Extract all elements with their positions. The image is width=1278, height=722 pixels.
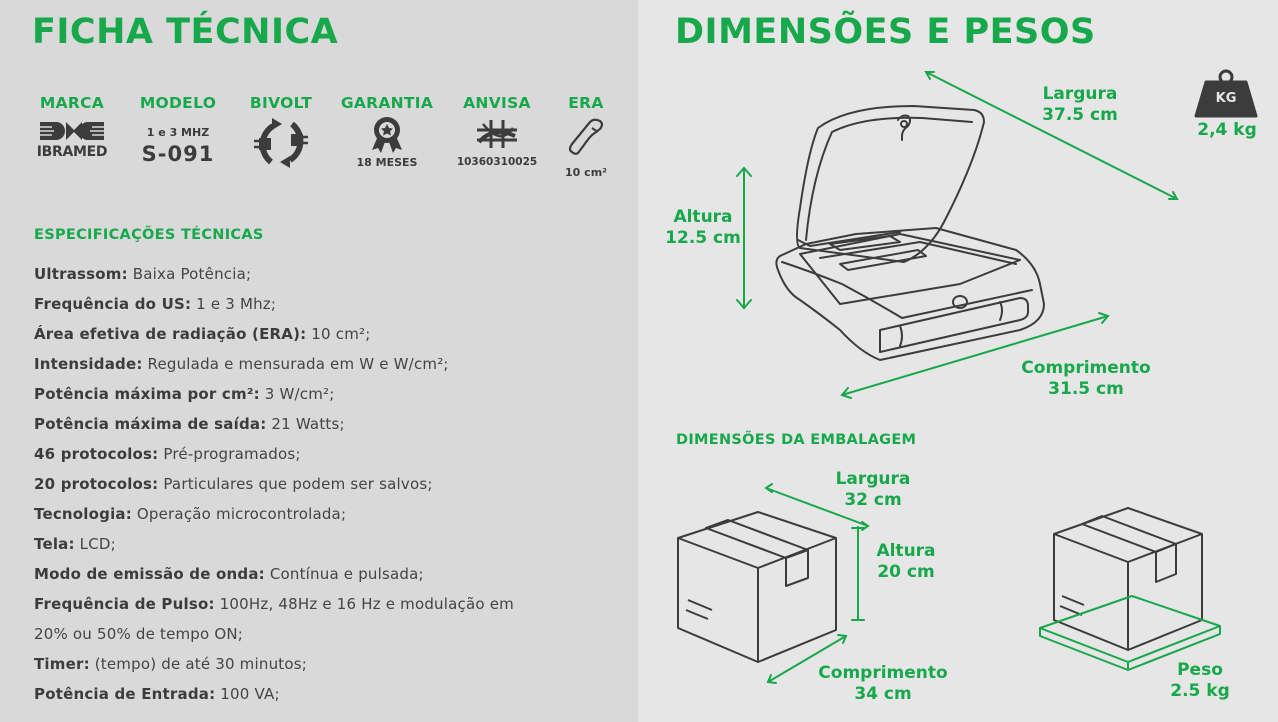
- dimensions-title: DIMENSÕES E PESOS: [675, 12, 1096, 52]
- spec-key: Intensidade:: [34, 355, 143, 373]
- warranty-medal-icon: [336, 112, 438, 156]
- badge-anvisa: ANVISA 10360310025: [455, 94, 539, 168]
- badge-label: MARCA: [39, 94, 105, 112]
- badge-label: BIVOLT: [249, 94, 313, 112]
- spec-key: Tecnologia:: [34, 505, 132, 523]
- badge-marca: MARCA IBRAMED: [36, 94, 108, 160]
- spec-row: Timer: (tempo) de até 30 minutos;: [34, 649, 624, 679]
- ultrasound-device-illustration: [775, 105, 1045, 361]
- spec-value: LCD;: [74, 535, 116, 553]
- spec-row: Frequência do US: 1 e 3 Mhz;: [34, 289, 624, 319]
- package-width-label: Largura 32 cm: [835, 469, 911, 510]
- model-frequency: 1 e 3 MHZ: [146, 126, 210, 139]
- model-name: S-091: [141, 142, 215, 166]
- package-length-label: Comprimento 34 cm: [818, 663, 948, 704]
- spec-row: Potência máxima por cm²: 3 W/cm²;: [34, 379, 624, 409]
- package-height-label: Altura 20 cm: [876, 541, 936, 582]
- badge-modelo: MODELO 1 e 3 MHZ S-091: [132, 94, 224, 166]
- spec-key: Frequência do US:: [34, 295, 192, 313]
- spec-key: Modo de emissão de onda:: [34, 565, 265, 583]
- transducer-icon: [558, 112, 614, 160]
- spec-key: Potência de Entrada:: [34, 685, 216, 703]
- specifications-list: Ultrassom: Baixa Potência;Frequência do …: [34, 259, 624, 709]
- spec-value: 100 VA;: [215, 685, 280, 703]
- package-weight-label: Peso 2.5 kg: [1170, 660, 1230, 701]
- spec-row: Intensidade: Regulada e mensurada em W e…: [34, 349, 624, 379]
- brand-name: IBRAMED: [36, 144, 108, 160]
- spec-row: 20 protocolos: Particulares que podem se…: [34, 469, 624, 499]
- weight-icon-text: KG: [1215, 91, 1237, 106]
- spec-value: 1 e 3 Mhz;: [191, 295, 277, 313]
- badge-label: GARANTIA: [340, 94, 434, 112]
- spec-value: (tempo) de até 30 minutos;: [89, 655, 308, 673]
- spec-row: Modo de emissão de onda: Contínua e puls…: [34, 559, 624, 589]
- spec-row: 46 protocolos: Pré-programados;: [34, 439, 624, 469]
- package-dimension-arrows: [764, 483, 870, 684]
- badge-bivolt: BIVOLT: [244, 94, 318, 172]
- badge-label: MODELO: [139, 94, 217, 112]
- weight-icon: [1194, 69, 1258, 118]
- spec-value: Baixa Potência;: [127, 265, 252, 283]
- spec-row: Potência máxima de saída: 21 Watts;: [34, 409, 624, 439]
- spec-value: 3 W/cm²;: [259, 385, 335, 403]
- device-height-label: Altura 12.5 cm: [665, 207, 741, 248]
- package-box-illustration: [677, 511, 837, 663]
- spec-key: Frequência de Pulso:: [34, 595, 215, 613]
- spec-key: Ultrassom:: [34, 265, 128, 283]
- badge-garantia: GARANTIA 18 MESES: [336, 94, 438, 169]
- technical-sheet-panel: FICHA TÉCNICA MARCA IBRAMED MODELO 1 e 3…: [0, 0, 638, 722]
- warranty-value: 18 MESES: [356, 156, 418, 169]
- spec-row: Potência de Entrada: 100 VA;: [34, 679, 624, 709]
- spec-key: 46 protocolos:: [34, 445, 159, 463]
- package-dimensions-title: DIMENSÕES DA EMBALAGEM: [676, 432, 917, 448]
- badge-label: ERA: [568, 94, 604, 112]
- device-width-label: Largura 37.5 cm: [1042, 84, 1118, 125]
- spec-value: Pré-programados;: [158, 445, 301, 463]
- spec-row: 20% ou 50% de tempo ON;: [34, 619, 624, 649]
- spec-row: Ultrassom: Baixa Potência;: [34, 259, 624, 289]
- device-dimension-arrows: [736, 71, 1179, 399]
- spec-value: Particulares que podem ser salvos;: [158, 475, 433, 493]
- spec-row: Tela: LCD;: [34, 529, 624, 559]
- badge-era: ERA 10 cm²: [558, 94, 614, 179]
- bivolt-plug-icon: [244, 112, 318, 172]
- spec-value: Regulada e mensurada em W e W/cm²;: [142, 355, 449, 373]
- anvisa-number: 10360310025: [456, 156, 538, 168]
- ibramed-logo-icon: [36, 120, 108, 156]
- spec-row: Área efetiva de radiação (ERA): 10 cm²;: [34, 319, 624, 349]
- spec-row: Tecnologia: Operação microcontrolada;: [34, 499, 624, 529]
- era-value: 10 cm²: [565, 166, 607, 179]
- spec-value: Operação microcontrolada;: [131, 505, 347, 523]
- badge-label: ANVISA: [463, 94, 531, 112]
- spec-key: Timer:: [34, 655, 90, 673]
- spec-value: 20% ou 50% de tempo ON;: [34, 625, 244, 643]
- device-weight-value: 2,4 kg: [1197, 120, 1257, 140]
- anvisa-icon: [455, 112, 539, 156]
- spec-key: Tela:: [34, 535, 75, 553]
- spec-value: 10 cm²;: [306, 325, 371, 343]
- scale-platform: [1039, 595, 1221, 671]
- spec-value: 100Hz, 48Hz e 16 Hz e modulação em: [214, 595, 514, 613]
- spec-value: Contínua e pulsada;: [264, 565, 424, 583]
- spec-key: 20 protocolos:: [34, 475, 159, 493]
- technical-sheet-title: FICHA TÉCNICA: [32, 12, 339, 52]
- specifications-title: ESPECIFICAÇÕES TÉCNICAS: [34, 227, 264, 243]
- spec-key: Potência máxima por cm²:: [34, 385, 260, 403]
- spec-key: Área efetiva de radiação (ERA):: [34, 325, 307, 343]
- spec-row: Frequência de Pulso: 100Hz, 48Hz e 16 Hz…: [34, 589, 624, 619]
- device-length-label: Comprimento 31.5 cm: [1021, 358, 1151, 399]
- spec-key: Potência máxima de saída:: [34, 415, 267, 433]
- package-on-scale-illustration: [1053, 507, 1203, 651]
- spec-value: 21 Watts;: [266, 415, 345, 433]
